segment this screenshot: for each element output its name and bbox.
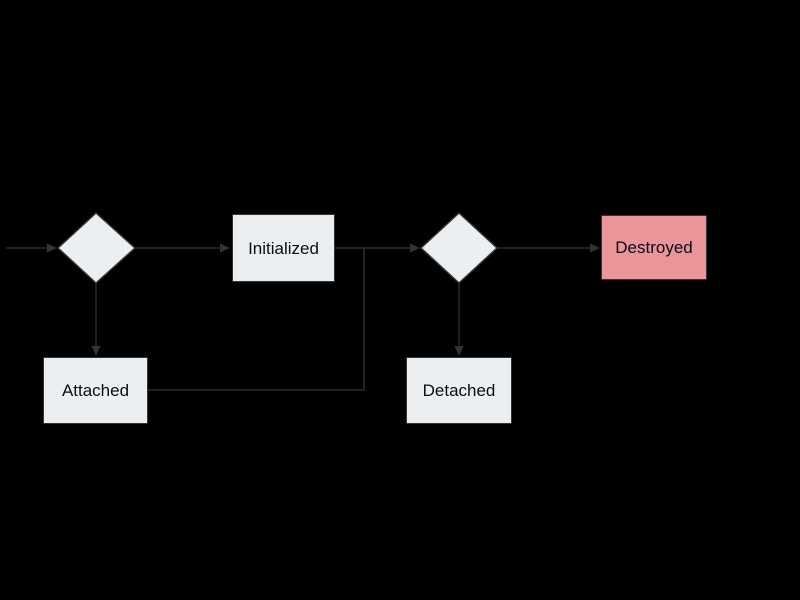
arrowhead-into-decision2 [410, 243, 420, 253]
node-destroyed: Destroyed [601, 215, 707, 280]
arrowhead-into-decision1 [47, 243, 57, 253]
arrowhead-into-destroyed [590, 243, 600, 253]
node-initialized: Initialized [232, 214, 335, 282]
node-initialized-label: Initialized [248, 238, 319, 258]
decision-diamond-2 [419, 211, 499, 285]
arrowhead-into-attached [91, 346, 101, 356]
node-detached-label: Detached [422, 381, 496, 400]
node-attached-label: Attached [61, 381, 130, 400]
node-destroyed-label: Destroyed [615, 238, 693, 257]
decision-diamond-1 [56, 211, 137, 285]
arrowhead-into-detached [454, 346, 464, 356]
node-attached: Attached [43, 357, 148, 424]
arrowhead-into-initialized [220, 243, 230, 253]
node-detached: Detached [406, 357, 512, 424]
edge-attached-merge-to-decision2 [148, 248, 365, 391]
